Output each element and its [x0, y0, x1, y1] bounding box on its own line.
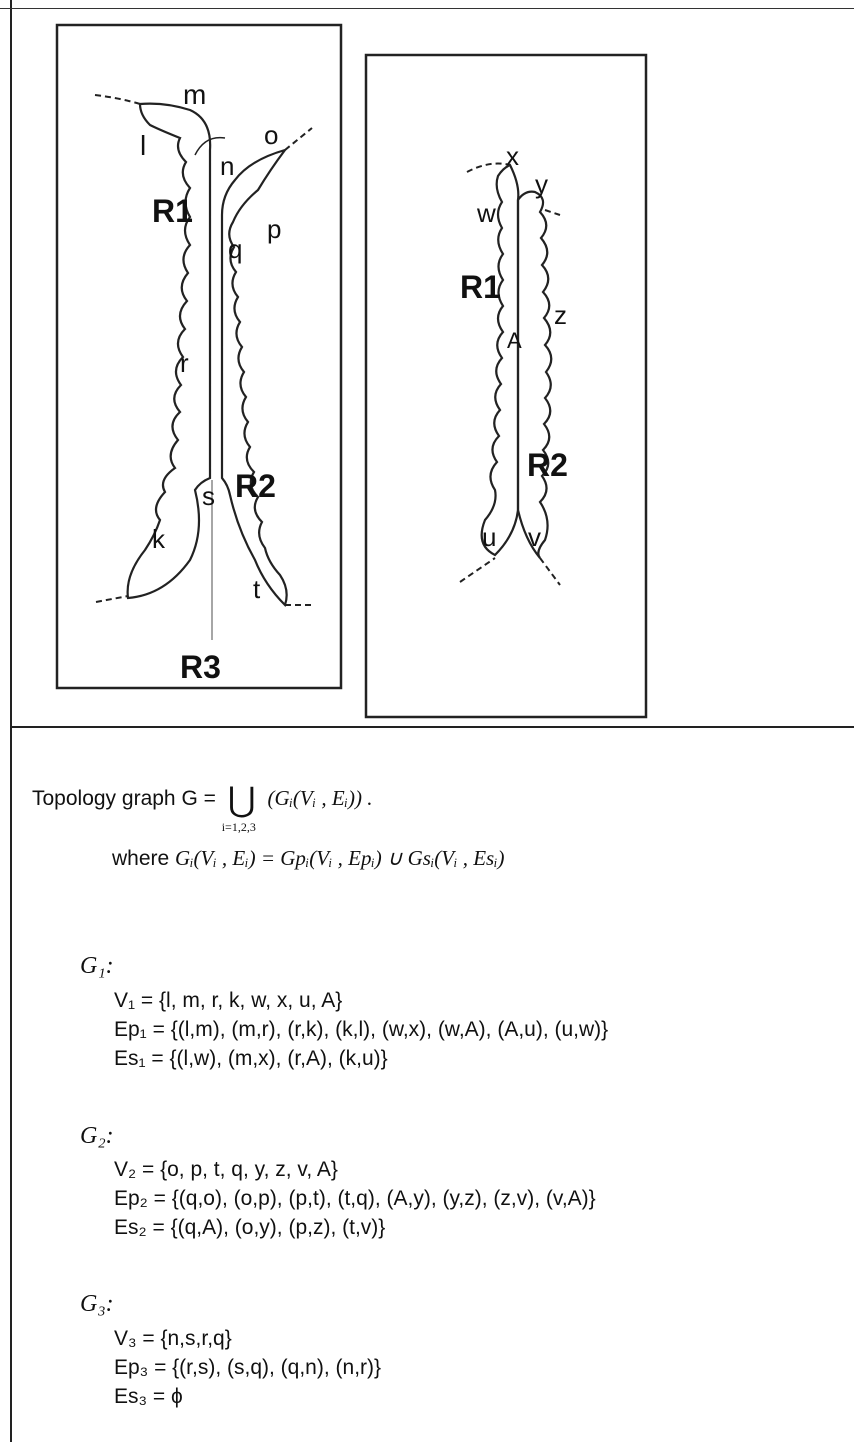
label-t: t [253, 574, 261, 604]
label-R1-left: R1 [152, 193, 193, 229]
union-operator: ⋃i=1,2,3 [222, 780, 256, 834]
dashed-line-top-right [284, 127, 313, 151]
label-y: y [535, 169, 548, 199]
g1-secondary-edges: Es₁ = {(l,w), (m,x), (r,A), (k,u)} [114, 1047, 388, 1070]
union-symbol: ⋃ [227, 781, 256, 819]
where-formula: where Gᵢ(Vᵢ , Eᵢ) = Gpᵢ(Vᵢ , Epᵢ) ∪ Gsᵢ(… [112, 846, 505, 871]
page-left-border [10, 0, 12, 1442]
region-right-outline [220, 148, 288, 608]
g3-primary-edges: Ep₃ = {(r,s), (s,q), (q,n), (n,r)} [114, 1356, 382, 1379]
dashed-line-right-top [466, 162, 511, 173]
g3-vertices: V₃ = {n,s,r,q} [114, 1327, 232, 1350]
label-l: l [140, 130, 146, 161]
label-u: u [482, 522, 496, 552]
label-o: o [264, 120, 278, 150]
g1-primary-edges: Ep₁ = {(l,m), (m,r), (r,k), (k,l), (w,x)… [114, 1018, 609, 1041]
g2-vertices: V₂ = {o, p, t, q, y, z, v, A} [114, 1158, 338, 1181]
label-v: v [528, 522, 541, 552]
section-divider [10, 726, 854, 728]
dashed-line-right-bottom-left [459, 557, 496, 583]
dashed-line-top-left [94, 94, 141, 105]
right-region-left-outline [480, 163, 520, 557]
label-m: m [183, 79, 206, 110]
page-top-border [0, 8, 854, 9]
label-R2-left: R2 [235, 468, 276, 504]
right-panel: x y w z A u v R1 R2 [364, 53, 648, 719]
where-expression: Gᵢ(Vᵢ , Eᵢ) = Gpᵢ(Vᵢ , Epᵢ) ∪ Gsᵢ(Vᵢ , E… [175, 846, 505, 870]
dashed-line-bottom-left [95, 595, 129, 603]
label-A: A [507, 328, 522, 353]
g1-name: G₁: [80, 953, 114, 979]
label-r: r [180, 348, 189, 378]
label-q: q [228, 234, 242, 264]
region-left-outline [126, 102, 212, 600]
label-z: z [554, 300, 567, 330]
topology-figure: m l n o p q r s k t R1 R2 R3 x y w z A u… [55, 23, 648, 719]
right-region-right-outline [516, 190, 553, 559]
where-prefix: where [112, 847, 170, 870]
g3-name: G₃: [80, 1291, 114, 1317]
label-n: n [220, 151, 234, 181]
union-index: i=1,2,3 [221, 820, 256, 834]
topology-term: (Gᵢ(Vᵢ , Eᵢ)) . [267, 786, 373, 810]
label-R1-right: R1 [460, 269, 501, 305]
dashed-line-right-y [544, 209, 561, 216]
left-panel-frame [55, 23, 343, 690]
label-s: s [202, 481, 215, 511]
g2-primary-edges: Ep₂ = {(q,o), (o,p), (p,t), (t,q), (A,y)… [114, 1187, 596, 1210]
topology-prefix: Topology graph G = [32, 787, 216, 810]
label-w: w [476, 198, 496, 228]
label-k: k [152, 524, 166, 554]
n-arc [194, 136, 226, 156]
label-p: p [267, 214, 281, 244]
g2-name: G₂: [80, 1123, 114, 1149]
g3-secondary-edges: Es₃ = ϕ [114, 1385, 183, 1408]
g1-vertices: V₁ = {l, m, r, k, w, x, u, A} [114, 989, 343, 1012]
label-R3: R3 [180, 649, 221, 685]
label-x: x [506, 141, 519, 171]
left-panel: m l n o p q r s k t R1 R2 R3 [55, 23, 343, 690]
g2-secondary-edges: Es₂ = {(q,A), (o,y), (p,z), (t,v)} [114, 1216, 386, 1239]
topology-formula: Topology graph G = ⋃i=1,2,3 (Gᵢ(Vᵢ , Eᵢ)… [32, 780, 373, 834]
label-R2-right: R2 [527, 447, 568, 483]
right-panel-frame [364, 53, 648, 719]
dashed-line-right-bottom-right [539, 557, 561, 586]
